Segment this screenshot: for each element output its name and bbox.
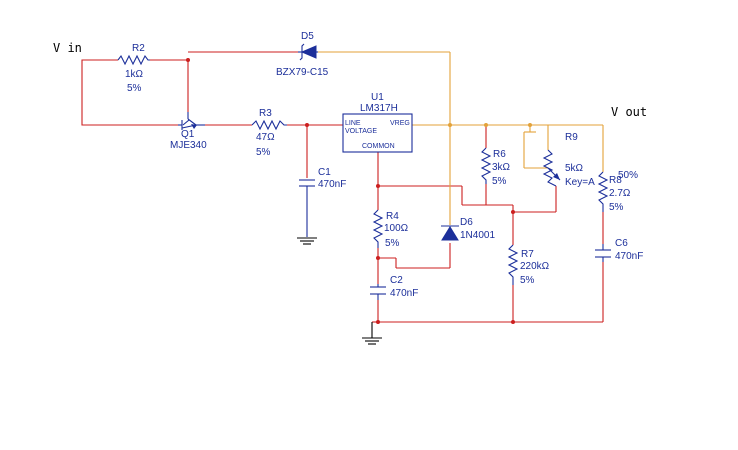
regulator-u1[interactable]: U1 LM317H LINE VOLTAGE VREG COMMON <box>342 92 413 153</box>
r2-ref: R2 <box>132 43 145 54</box>
r8-ref: R8 <box>609 175 622 186</box>
ground-symbol-main <box>362 322 382 345</box>
r4-ref: R4 <box>386 211 399 222</box>
resistor-r7[interactable]: R7 220kΩ 5% <box>507 244 550 286</box>
junction-dots <box>186 58 532 324</box>
u1-pin-vreg: VREG <box>390 120 410 127</box>
r7-value: 220kΩ <box>520 261 550 272</box>
resistor-r4[interactable]: R4 100Ω 5% <box>372 209 409 249</box>
potentiometer-r9[interactable]: R9 5kΩ Key=A 50% <box>542 132 638 188</box>
r2-tolerance: 5% <box>127 83 142 94</box>
q1-value: MJE340 <box>170 140 207 151</box>
r9-percent: 50% <box>618 170 638 181</box>
c1-value: 470nF <box>318 179 346 190</box>
resistor-r2[interactable]: R2 1kΩ 5% <box>117 43 150 94</box>
r3-tolerance: 5% <box>256 147 271 158</box>
vin-label: V in <box>53 41 82 55</box>
c6-ref: C6 <box>615 238 628 249</box>
r4-tolerance: 5% <box>385 238 400 249</box>
u1-ref: U1 <box>371 92 384 103</box>
u1-value: LM317H <box>360 103 398 114</box>
capacitor-c2[interactable]: C2 470nF <box>370 275 418 300</box>
c6-value: 470nF <box>615 251 643 262</box>
r6-ref: R6 <box>493 149 506 160</box>
d6-ref: D6 <box>460 217 473 228</box>
resistor-r6[interactable]: R6 3kΩ 5% <box>480 147 511 187</box>
r6-tolerance: 5% <box>492 176 507 187</box>
u1-pin-line: LINE <box>345 120 361 127</box>
r9-value: 5kΩ <box>565 163 584 174</box>
zener-diode-d5[interactable]: D5 BZX79-C15 <box>276 31 329 78</box>
r2-value: 1kΩ <box>125 69 144 80</box>
r4-value: 100Ω <box>384 223 409 234</box>
capacitor-c1[interactable]: C1 470nF <box>299 167 346 237</box>
r7-ref: R7 <box>521 249 534 260</box>
r3-value: 47Ω <box>256 132 275 143</box>
u1-pin-voltage: VOLTAGE <box>345 128 377 135</box>
d5-value: BZX79-C15 <box>276 67 329 78</box>
r8-tolerance: 5% <box>609 202 624 213</box>
resistor-r3[interactable]: R3 47Ω 5% <box>251 108 287 158</box>
resistor-r8[interactable]: R8 2.7Ω 5% <box>597 171 631 213</box>
r6-value: 3kΩ <box>492 162 511 173</box>
r9-ref: R9 <box>565 132 578 143</box>
u1-pin-common: COMMON <box>362 143 395 150</box>
diode-d6[interactable]: D6 1N4001 <box>441 217 495 241</box>
c2-ref: C2 <box>390 275 403 286</box>
r8-value: 2.7Ω <box>609 188 631 199</box>
c1-ref: C1 <box>318 167 331 178</box>
q1-ref: Q1 <box>181 129 195 140</box>
capacitor-c6[interactable]: C6 470nF <box>595 238 643 262</box>
r7-tolerance: 5% <box>520 275 535 286</box>
r3-ref: R3 <box>259 108 272 119</box>
r9-key: Key=A <box>565 177 595 188</box>
vout-label: V out <box>611 105 647 119</box>
c2-value: 470nF <box>390 288 418 299</box>
transistor-q1[interactable]: Q1 MJE340 <box>170 112 207 151</box>
d5-ref: D5 <box>301 31 314 42</box>
d6-value: 1N4001 <box>460 230 495 241</box>
orange-wires <box>318 51 604 225</box>
ground-symbol-c1 <box>297 237 317 245</box>
